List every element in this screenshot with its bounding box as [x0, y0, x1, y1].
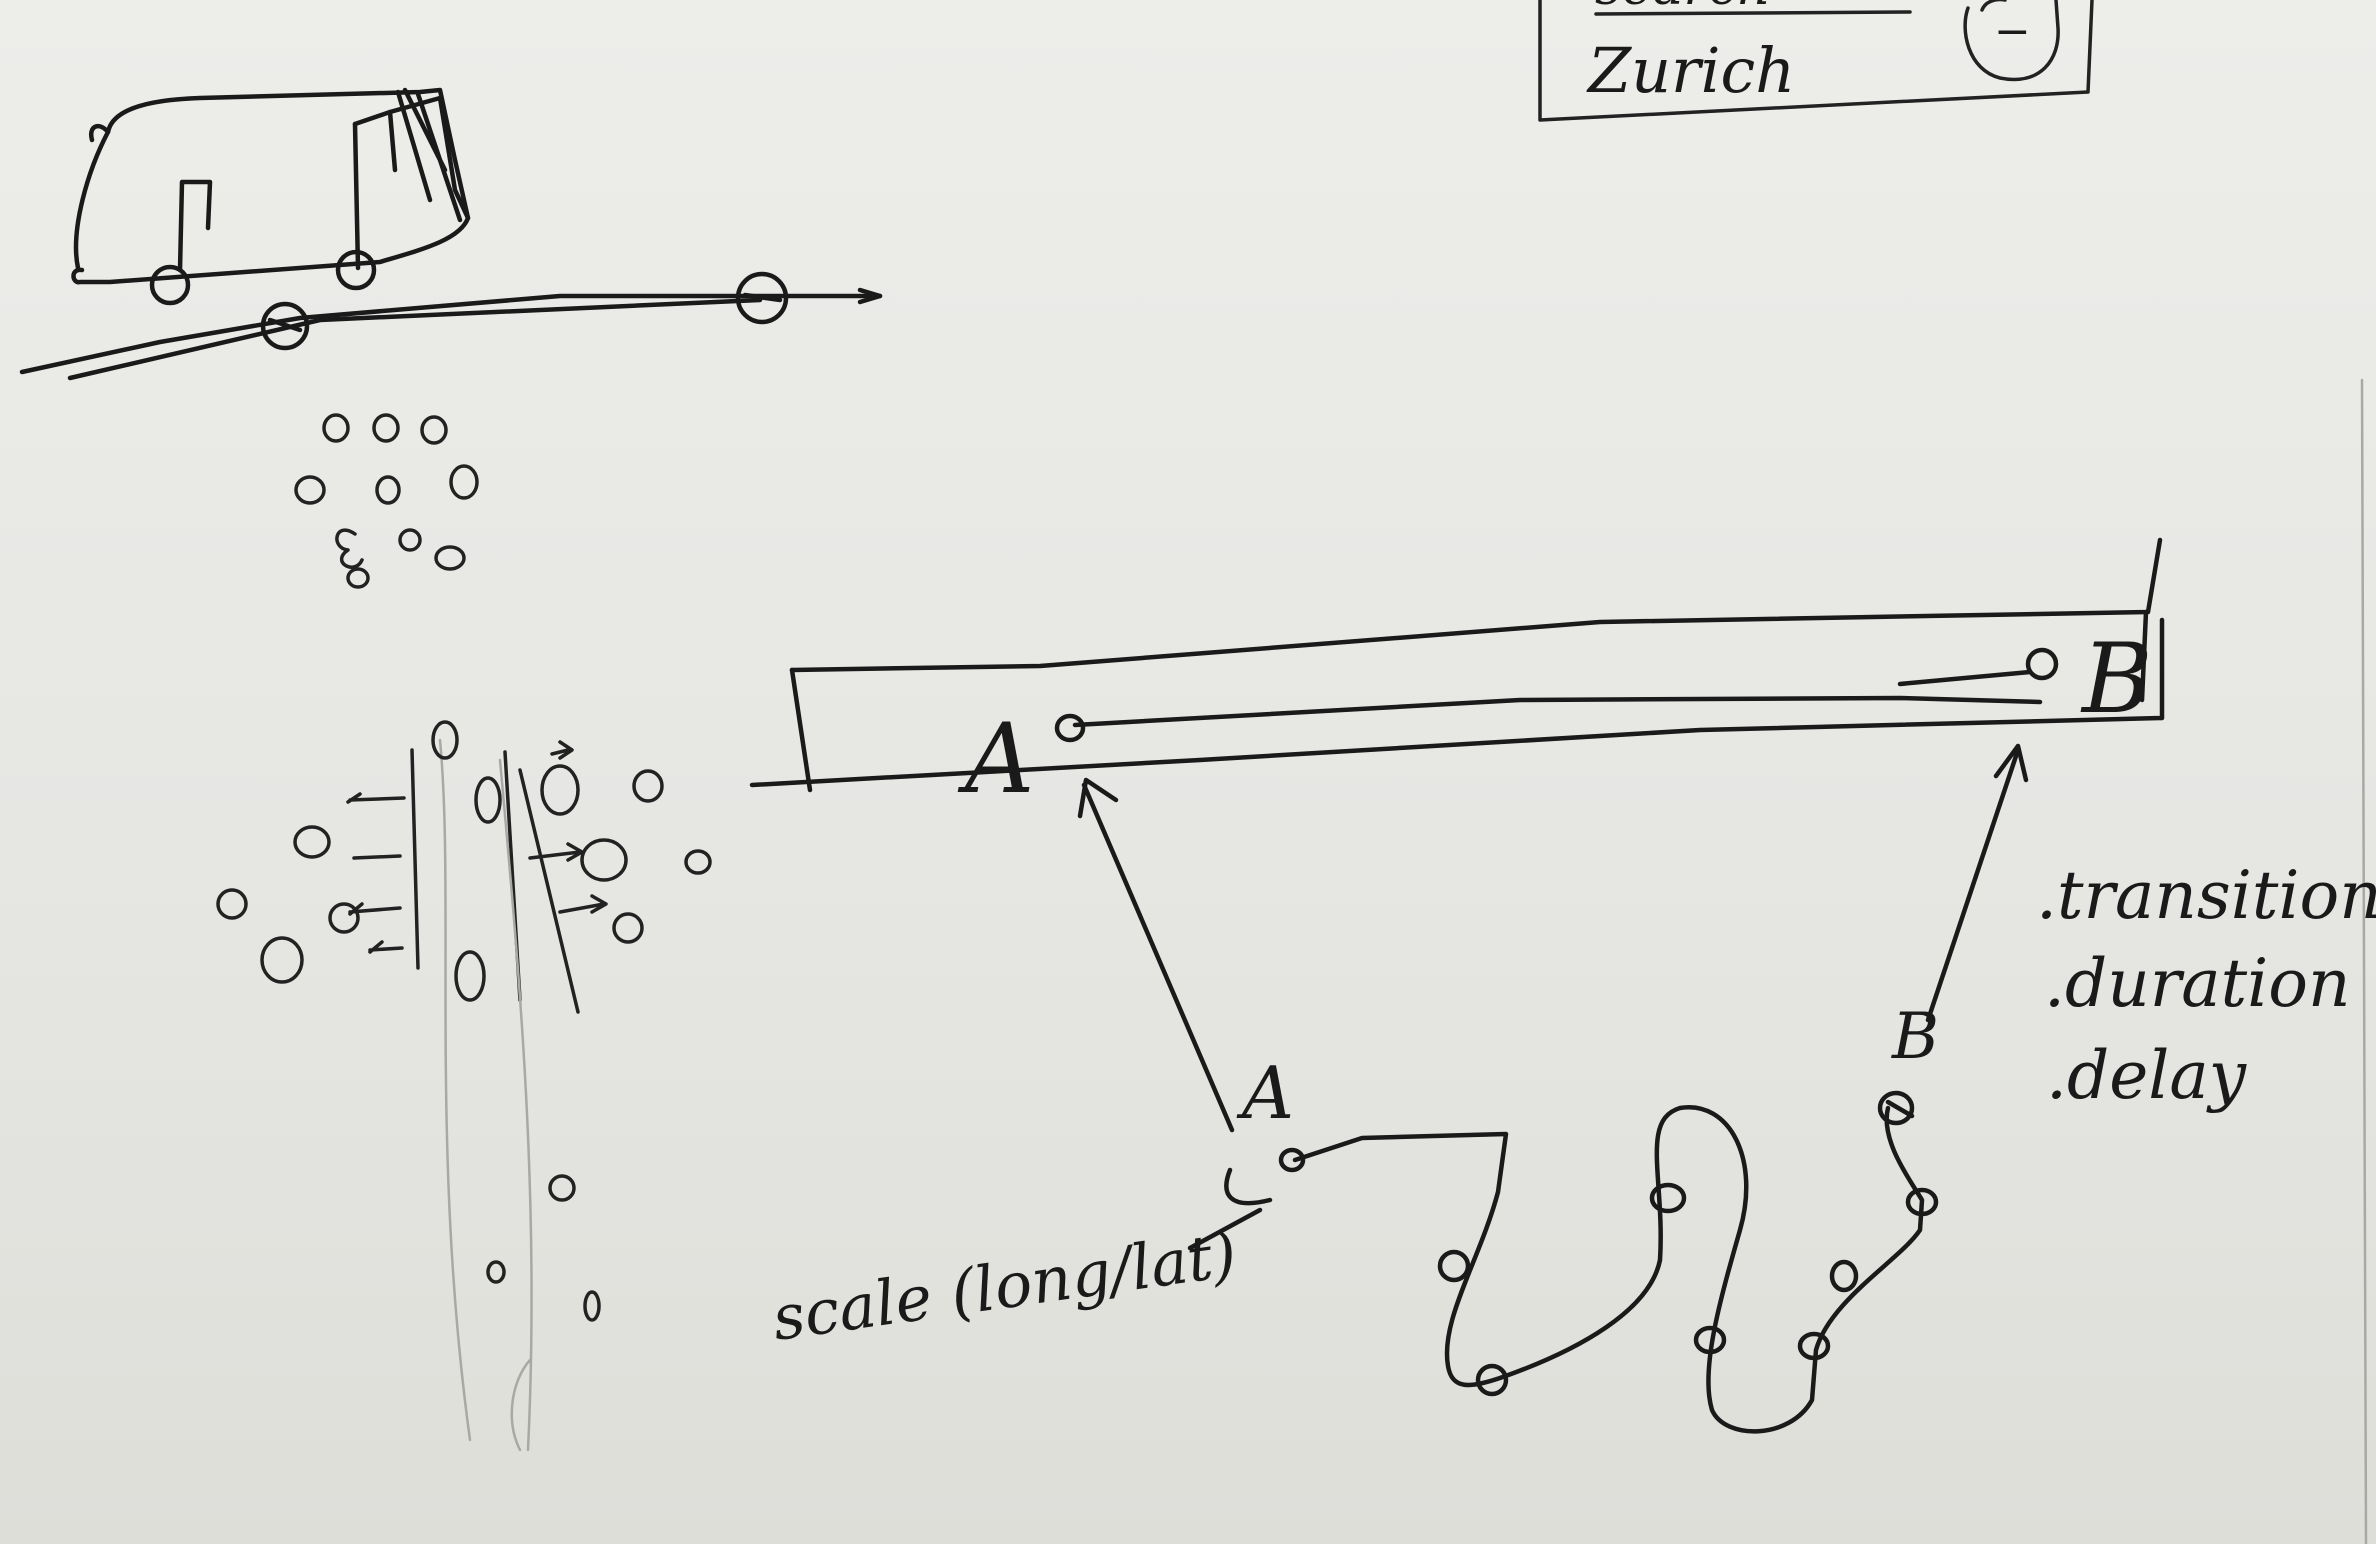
timeline-end-marker [2025, 647, 2059, 681]
bus-sketch-icon [19, 87, 883, 381]
timeline-end-label: B [2080, 623, 2153, 735]
method-delay: .delay [2046, 1037, 2247, 1114]
arrow-up-icon [1077, 777, 1235, 1133]
winding-path: A B [1187, 1000, 1939, 1434]
minus-button[interactable]: − [1963, 0, 2060, 82]
particle-cluster-icon [294, 413, 479, 589]
search-box-frame [1538, 0, 2094, 122]
path-start-marker [1278, 1147, 1306, 1173]
page-edge [2360, 378, 2368, 1544]
method-duration: .duration [2044, 945, 2351, 1022]
path-end-label: B [1891, 1000, 1939, 1074]
arrow-up-icon [1925, 743, 2029, 1023]
timeline-start-marker [1054, 713, 1086, 743]
minus-button-outline [1963, 0, 2060, 82]
minus-button-label: − [1994, 6, 2031, 57]
path-start-label: A [1236, 1051, 1294, 1135]
timeline-start-label: A [957, 703, 1034, 815]
search-box: search Zurich − [1538, 0, 2094, 122]
timeline-bar: A B [749, 537, 2165, 815]
search-input-value[interactable]: Zurich [1586, 34, 1795, 107]
search-label-underline [1594, 10, 1912, 16]
scale-annotation: scale (long/lat) [768, 1218, 1241, 1355]
minus-button-top [1980, 0, 2007, 12]
flow-sketch [216, 720, 712, 1452]
method-transition: .transition [2036, 857, 2376, 934]
